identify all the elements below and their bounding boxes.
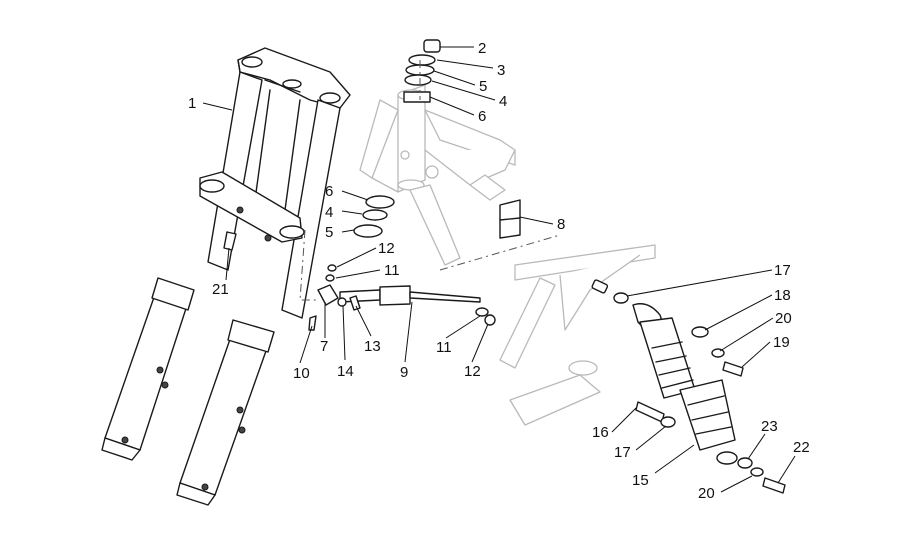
callout-labels: 1 2 3 5 4 6 6 4 5 8 12 11 21 10 7 14 13 … (188, 40, 810, 502)
callout-20-lower: 20 (698, 485, 715, 502)
callout-22: 22 (793, 439, 810, 456)
callout-5-lower: 5 (325, 224, 333, 241)
callout-23: 23 (761, 418, 778, 435)
callout-5-upper: 5 (479, 78, 487, 95)
callout-6-upper: 6 (478, 108, 486, 125)
rear-shock-absorber (591, 279, 786, 494)
assembly-centerlines (299, 60, 561, 301)
callout-21: 21 (212, 281, 229, 298)
callout-19: 19 (773, 334, 790, 351)
callout-8: 8 (557, 216, 565, 233)
rear-frame-ghost (499, 244, 656, 426)
callout-4-upper: 4 (499, 93, 507, 110)
callout-17-upper: 17 (774, 262, 791, 279)
callout-15: 15 (632, 472, 649, 489)
callout-10: 10 (293, 365, 310, 382)
frame-headstock-ghost (359, 84, 516, 266)
callout-14: 14 (337, 363, 354, 380)
callout-3: 3 (497, 62, 505, 79)
callout-20-upper: 20 (775, 310, 792, 327)
steering-bearings-lower (353, 195, 395, 238)
callout-11-left: 11 (384, 262, 400, 279)
callout-11-right: 11 (436, 339, 452, 356)
damper-bracket (499, 199, 521, 239)
callout-1: 1 (188, 95, 196, 112)
callout-6-lower: 6 (325, 183, 333, 200)
callout-12-right: 12 (464, 363, 481, 380)
front-fork-assembly (101, 47, 351, 506)
leader-lines (202, 46, 796, 493)
callout-9: 9 (400, 364, 408, 381)
callout-12-left: 12 (378, 240, 395, 257)
callout-16: 16 (592, 424, 609, 441)
callout-7: 7 (320, 338, 328, 355)
callout-18: 18 (774, 287, 791, 304)
callout-13: 13 (364, 338, 381, 355)
callout-2: 2 (478, 40, 486, 57)
steering-bearings-upper (403, 39, 441, 103)
steering-damper (308, 264, 496, 331)
callout-4-lower: 4 (325, 204, 333, 221)
callout-17-lower: 17 (614, 444, 631, 461)
